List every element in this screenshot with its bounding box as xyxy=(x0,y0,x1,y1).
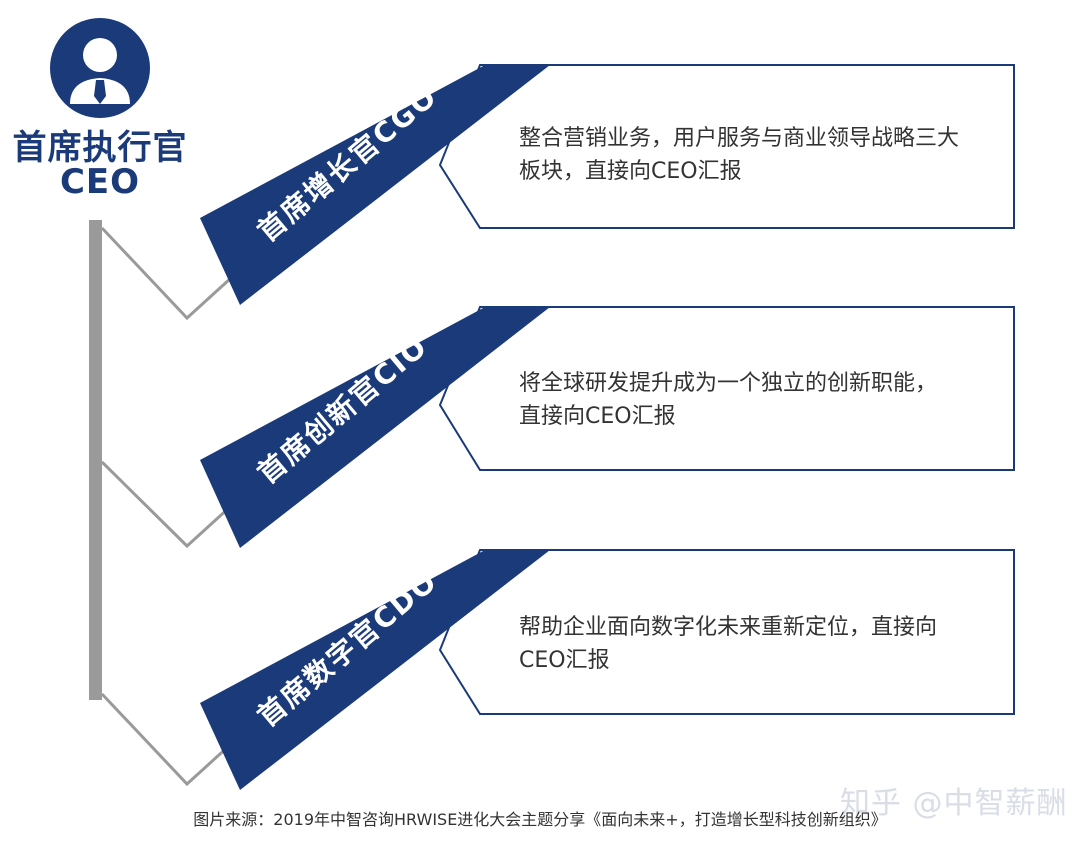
desc-cgo: 整合营销业务，用户服务与商业领导战略三大 板块，直接向CEO汇报 xyxy=(519,122,999,188)
desc-box-cdo xyxy=(438,549,1015,715)
desc-cdo: 帮助企业面向数字化未来重新定位，直接向 CEO汇报 xyxy=(519,611,999,677)
desc-box-cio xyxy=(438,306,1015,471)
desc-cdo-line2: CEO汇报 xyxy=(519,648,610,673)
desc-box-cgo xyxy=(438,64,1015,229)
desc-cio: 将全球研发提升成为一个独立的创新职能， 直接向CEO汇报 xyxy=(519,367,999,433)
role-banner-cio xyxy=(200,307,550,548)
desc-cgo-line2: 板块，直接向CEO汇报 xyxy=(519,159,742,184)
role-banner-cdo xyxy=(200,550,550,790)
desc-cdo-line1: 帮助企业面向数字化未来重新定位，直接向 xyxy=(519,615,938,640)
image-caption: 图片来源：2019年中智咨询HRWISE进化大会主题分享《面向未来+，打造增长型… xyxy=(193,810,887,829)
role-banner-cgo xyxy=(200,65,550,305)
desc-cgo-line1: 整合营销业务，用户服务与商业领导战略三大 xyxy=(519,126,960,151)
connector-cgo xyxy=(100,226,244,321)
connector-cio xyxy=(100,460,244,549)
ceo-title-line2: CEO xyxy=(59,162,141,202)
ceo-title-line1: 首席执行官 xyxy=(12,128,188,168)
user-icon xyxy=(50,18,150,118)
desc-cio-line2: 直接向CEO汇报 xyxy=(519,404,676,429)
desc-cio-line1: 将全球研发提升成为一个独立的创新职能， xyxy=(519,371,938,396)
watermark: 知乎 @中智薪酬 xyxy=(840,786,1068,821)
trunk-line xyxy=(89,220,102,700)
